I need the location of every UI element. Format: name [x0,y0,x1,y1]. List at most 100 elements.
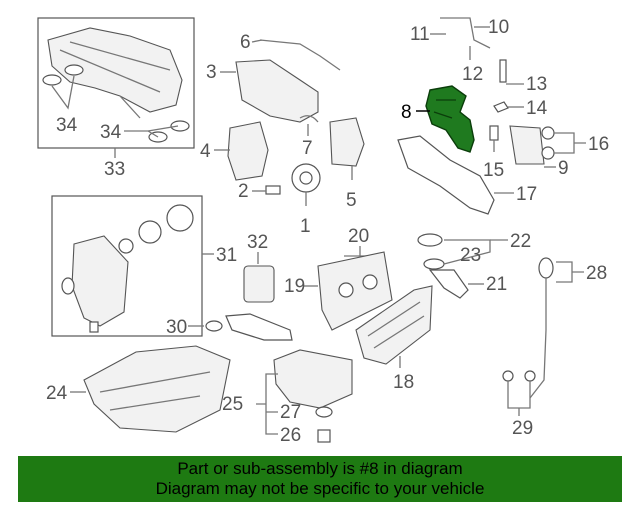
callout-12: 12 [462,64,483,85]
callout-20: 20 [348,226,369,247]
oil-filter-32 [243,265,275,303]
pipe-13 [499,59,507,83]
intake-manifold-detail [59,41,171,119]
plate-19 [317,251,393,331]
oil-pan-upper-detail [99,371,211,411]
oil-seal [61,277,75,295]
callout-18: 18 [393,372,414,393]
filler-cap [417,233,443,247]
callout-22: 22 [510,231,531,252]
oil-pump-body [71,235,129,327]
callout-19: 19 [284,276,305,297]
callout-11: 11 [410,24,430,45]
leader-25-26-27 [256,373,278,435]
baffle-detail [367,301,425,349]
callout-28: 28 [586,263,607,284]
leader-6 [251,39,263,43]
timing-cover-group: 6 3 7 4 5 1 2 [200,32,365,237]
pulley-1-hub [299,171,313,185]
banner-line-2: Diagram may not be specific to your vehi… [155,479,485,498]
callout-13: 13 [526,74,547,95]
gasket-34-d [170,120,190,132]
part-14 [493,101,509,113]
dipstick-group: 28 29 [502,257,607,439]
callout-10: 10 [488,17,509,38]
gasket-34-b [64,64,84,76]
callout-34b: 34 [100,122,122,143]
plate-hole-a [338,282,354,298]
part-8-detail [433,99,456,119]
callout-16: 16 [588,134,609,155]
callout-25: 25 [222,394,243,415]
callout-15: 15 [483,160,504,181]
callout-26: 26 [280,425,301,446]
leader-28 [556,261,584,283]
filler-neck-21 [428,269,469,299]
gasket-6 [259,39,341,71]
filler-seal [423,258,445,270]
plate-group: 20 19 [284,226,393,331]
oil-pan-upper-24 [83,345,231,433]
leader-23 [443,239,491,265]
callout-2: 2 [238,181,249,202]
oring-29-a [502,370,514,382]
callout-3: 3 [206,62,217,83]
rotor-inner [118,238,134,254]
gasket-27 [315,406,333,418]
plate-hole-b [362,274,378,290]
pump-cover [166,204,194,232]
oil-pan-lower-group: 25 27 26 [222,349,353,446]
rotor-outer [138,220,162,244]
callout-17: 17 [516,184,537,205]
leader-34b [124,125,179,138]
intake-manifold [47,27,183,113]
callout-8: 8 [401,102,412,123]
bolt-2 [265,185,281,195]
leader-34a [51,75,75,110]
gasket-30 [205,320,223,332]
baffle-18 [355,285,433,365]
leader-16 [554,132,586,154]
callout-32: 32 [247,232,268,253]
oil-pan-upper-group: 24 [46,345,231,433]
belt-17 [397,135,495,215]
leader-29 [507,381,531,416]
callout-31: 31 [216,245,237,266]
oring-29-b [524,370,536,382]
part-15 [489,125,499,141]
intake-manifold-group: 34 34 33 [37,17,195,180]
callout-29: 29 [512,418,533,439]
dipstick-28 [529,278,547,399]
gasket-34-a [42,74,62,86]
callout-7: 7 [302,138,313,159]
part-9 [509,125,545,165]
seal-16-b [541,146,555,160]
gasket-11 [440,17,491,49]
oil-pan-lower-25 [273,349,353,409]
timing-cover-3 [235,59,319,123]
timing-cover-5 [329,117,365,167]
timing-cover-4 [227,121,269,181]
part-8-highlighted [425,85,475,153]
dipstick-handle [538,257,554,279]
oil-pump-group: 31 [51,195,237,337]
callout-14: 14 [526,98,548,119]
parts-diagram: 34 34 33 6 3 7 4 5 1 2 11 [37,17,609,446]
callout-30: 30 [166,317,187,338]
right-upper-group: 11 10 12 13 14 8 15 16 9 17 [397,17,609,215]
callout-4: 4 [200,141,211,162]
callout-9: 9 [558,158,569,179]
callout-23: 23 [460,245,481,266]
filler-group: 23 22 21 [417,231,531,299]
callout-27: 27 [280,402,301,423]
callout-34a: 34 [56,115,78,136]
seal-7 [299,115,319,123]
baffle-group: 18 [355,285,433,393]
callout-1: 1 [300,216,311,237]
oil-pump-plug [89,321,99,333]
banner-line-1: Part or sub-assembly is #8 in diagram [177,459,463,478]
callout-33: 33 [104,159,125,180]
drain-plug-26 [317,429,331,443]
oil-strainer-30 [225,313,293,341]
